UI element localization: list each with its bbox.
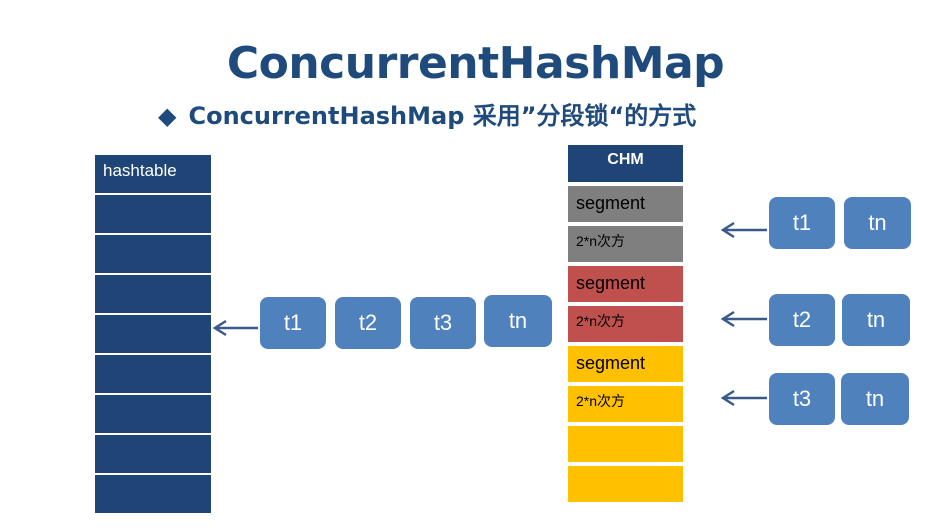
thread-box-t2: t2: [335, 297, 401, 349]
segment-label-3: segment: [568, 344, 683, 382]
segment-note-3: 2*n次方: [568, 384, 683, 422]
hashtable-cell: [95, 395, 211, 435]
segment1-thread-tn: tn: [844, 197, 911, 249]
hashtable-cell: [95, 355, 211, 395]
diamond-bullet-icon: ◆: [158, 102, 177, 130]
subtitle-text: ConcurrentHashMap 采用”分段锁“的方式: [188, 102, 697, 130]
subtitle: ◆ ConcurrentHashMap 采用”分段锁“的方式: [158, 96, 696, 131]
segment2-thread-tn: tn: [842, 294, 910, 346]
thread-box-t1: t1: [260, 297, 326, 349]
segment3-thread-tn: tn: [841, 373, 909, 425]
arrow-left-icon: [212, 319, 258, 337]
segment-note-1: 2*n次方: [568, 224, 683, 262]
segment-cell: [568, 424, 683, 462]
hashtable-cell: [95, 195, 211, 235]
thread-box-tn: tn: [484, 295, 552, 347]
arrow-left-icon: [720, 389, 767, 407]
segment-note-2: 2*n次方: [568, 304, 683, 342]
segment3-thread-t3: t3: [769, 373, 835, 425]
hashtable-cell: [95, 435, 211, 475]
arrow-left-icon: [720, 221, 767, 239]
segment-cell: [568, 464, 683, 502]
hashtable-cell: [95, 315, 211, 355]
page-title: ConcurrentHashMap: [226, 38, 725, 89]
hashtable-label: hashtable: [103, 161, 177, 180]
segment-label-2: segment: [568, 264, 683, 302]
hashtable-cell: [95, 235, 211, 275]
thread-box-t3: t3: [410, 297, 476, 349]
chm-header: CHM: [568, 145, 683, 182]
segment1-thread-t1: t1: [769, 197, 835, 249]
arrow-left-icon: [720, 310, 767, 328]
hashtable-header-cell: hashtable: [95, 155, 211, 195]
hashtable-cell: [95, 275, 211, 315]
segment-label-1: segment: [568, 184, 683, 222]
hashtable-cell: [95, 475, 211, 513]
segment2-thread-t2: t2: [769, 294, 835, 346]
